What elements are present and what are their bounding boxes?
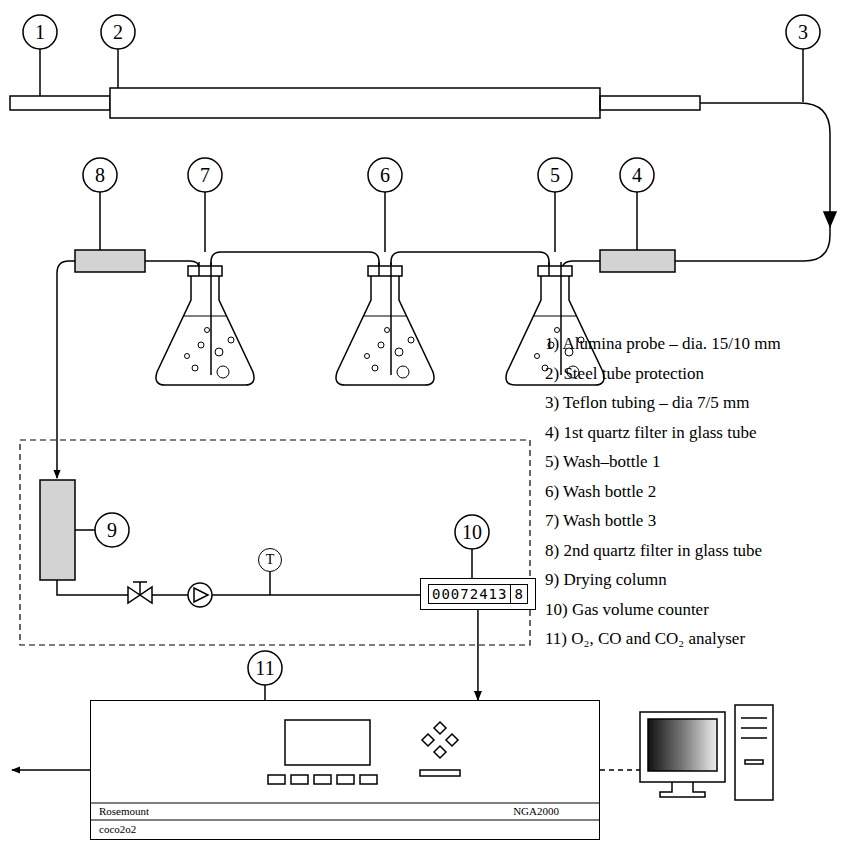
callout-circle bbox=[95, 513, 129, 547]
callout-number: 7 bbox=[200, 164, 210, 186]
part-key: 1) Alumina probe – dia. 15/10 mm bbox=[545, 335, 781, 354]
callout-number: 3 bbox=[798, 21, 808, 43]
callout-number: 11 bbox=[255, 657, 274, 679]
part-key: 7) Wash bottle 3 bbox=[545, 512, 656, 531]
flow-arrow bbox=[824, 212, 836, 226]
gas-tube bbox=[211, 252, 379, 375]
drying-column bbox=[40, 480, 75, 580]
callout-circle bbox=[455, 515, 489, 549]
part-key: 10) Gas volume counter bbox=[545, 601, 709, 620]
callout-circle bbox=[538, 158, 572, 192]
analyser-marking: Rosemount bbox=[99, 805, 149, 817]
callout-number: 2 bbox=[113, 21, 123, 43]
callout-number: 5 bbox=[550, 164, 560, 186]
analyser-display bbox=[285, 720, 370, 765]
computer-icon bbox=[640, 705, 773, 800]
exhaust-line bbox=[12, 769, 90, 771]
alumina-probe bbox=[600, 96, 700, 110]
part-key: 6) Wash bottle 2 bbox=[545, 483, 656, 502]
wash-bottle bbox=[156, 266, 254, 385]
gas-tube bbox=[391, 252, 549, 375]
callout-number: 9 bbox=[107, 519, 117, 541]
callout-number: 8 bbox=[95, 164, 105, 186]
callout-circle bbox=[23, 15, 57, 49]
analyser-marking: coco2o2 bbox=[99, 823, 136, 835]
part-key: 5) Wash–bottle 1 bbox=[545, 453, 660, 472]
alumina-probe bbox=[10, 96, 110, 110]
gas-tube bbox=[57, 261, 75, 478]
pump-symbol bbox=[194, 588, 208, 602]
part-key: 8) 2nd quartz filter in glass tube bbox=[545, 542, 762, 561]
sensor-label: T bbox=[266, 553, 275, 567]
wash-bottle bbox=[336, 266, 434, 385]
thermometer-symbol: T bbox=[258, 548, 282, 572]
callout-number: 6 bbox=[380, 164, 390, 186]
callout-number: 1 bbox=[35, 21, 45, 43]
signal-connector bbox=[477, 610, 479, 700]
gas-tube bbox=[561, 261, 600, 375]
dashed-enclosure bbox=[20, 440, 530, 645]
steel-tube bbox=[110, 88, 600, 118]
callout-circle bbox=[368, 158, 402, 192]
callout-circle bbox=[786, 15, 820, 49]
counter-digits: 00072413 bbox=[429, 585, 510, 603]
pump-symbol bbox=[188, 583, 212, 607]
callout-circle bbox=[188, 158, 222, 192]
valve-stem bbox=[133, 582, 147, 595]
gas-line bbox=[57, 580, 420, 595]
analyser-box: Rosemount NGA2000 coco2o2 bbox=[90, 700, 600, 840]
callout-number: 10 bbox=[462, 521, 482, 543]
counter-digits: 8 bbox=[510, 585, 526, 603]
counter-display: 000724138 bbox=[428, 584, 528, 604]
analyser-band bbox=[90, 803, 600, 820]
analyser-keypad bbox=[420, 722, 460, 776]
analyser-buttons bbox=[268, 775, 377, 784]
gas-tube bbox=[199, 262, 561, 276]
gas-volume-counter: 000724138 bbox=[420, 578, 536, 610]
quartz-filter bbox=[75, 250, 145, 272]
callout-circle bbox=[248, 651, 282, 685]
sensor-stem bbox=[269, 572, 271, 595]
part-key: 3) Teflon tubing – dia 7/5 mm bbox=[545, 394, 749, 413]
callout-circle bbox=[83, 158, 117, 192]
callout-circle bbox=[101, 15, 135, 49]
teflon-tube bbox=[675, 103, 830, 261]
analyser-marking: NGA2000 bbox=[513, 805, 559, 817]
part-key: 2) Steel tube protection bbox=[545, 365, 704, 384]
leader-line bbox=[40, 49, 803, 700]
part-key: 4) 1st quartz filter in glass tube bbox=[545, 424, 757, 443]
part-key: 9) Drying column bbox=[545, 571, 667, 590]
data-link bbox=[600, 769, 640, 771]
quartz-filter bbox=[600, 250, 675, 272]
callout-number: 4 bbox=[632, 164, 642, 186]
callout-circle bbox=[620, 158, 654, 192]
part-key: 11) O₂, CO and CO₂ analyser bbox=[545, 630, 745, 649]
